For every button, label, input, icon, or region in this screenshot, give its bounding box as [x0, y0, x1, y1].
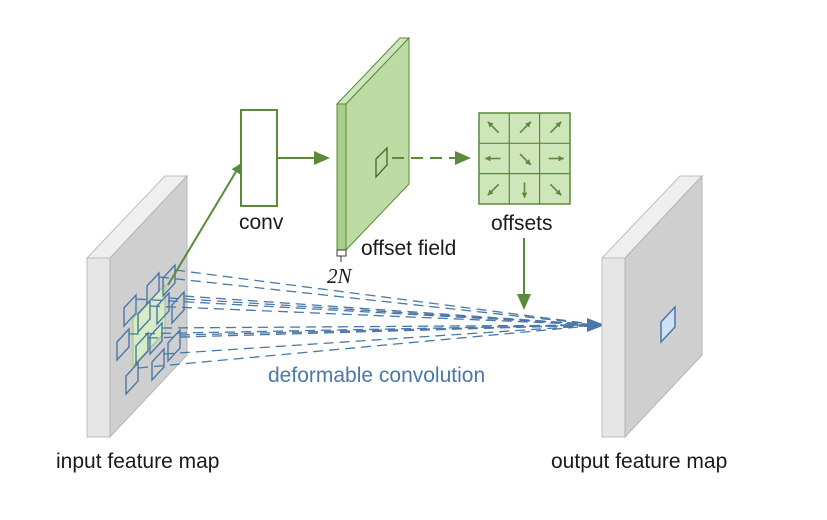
offset-field-side [336, 103, 347, 251]
channel-count-label: 2N [327, 264, 353, 288]
output-feature-map-label: output feature map [551, 450, 727, 473]
input-to-conv-arrow [167, 163, 242, 286]
sampling-locations [116, 263, 185, 396]
offset-field-front [345, 36, 410, 252]
channel-depth-marker [336, 249, 347, 257]
offset-arrowhead-south-west [487, 189, 494, 196]
deformable-convolution-lines [128, 269, 601, 369]
input-feature-map-panel [85, 174, 189, 439]
output-panel-side [601, 257, 626, 438]
offset-arrowhead-north-west [487, 121, 494, 128]
offsets-grid [478, 112, 571, 205]
output-feature-map-panel [600, 174, 704, 439]
offset-arrowhead-east [558, 155, 564, 162]
offset-field-location [375, 146, 388, 179]
output-location [660, 305, 676, 344]
input-feature-map-label: input feature map [56, 450, 219, 473]
output-panel-front [624, 174, 703, 439]
offset-arrowhead-west [485, 155, 491, 162]
offset-arrowhead-south [521, 192, 528, 198]
offset-field-slab [335, 36, 411, 262]
offset-arrowhead-north-east [525, 121, 531, 128]
offset-arrowhead-north-east [555, 121, 562, 128]
offsets-label: offsets [491, 212, 552, 235]
offset-arrowhead-south-east [555, 189, 562, 196]
conv-label: conv [239, 211, 284, 234]
conv-box [240, 109, 278, 207]
offset-field-label: offset field [361, 237, 456, 260]
input-panel-side [86, 257, 111, 438]
offset-arrowhead-south-east [525, 159, 531, 165]
deformable-convolution-label: deformable convolution [268, 364, 485, 387]
